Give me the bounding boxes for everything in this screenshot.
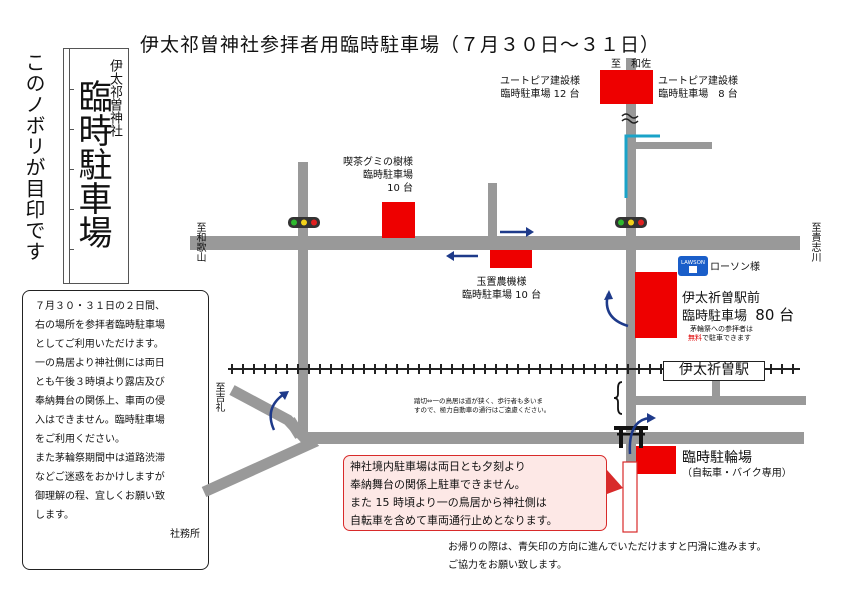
station-name-box: 伊太祈曽駅: [663, 361, 765, 381]
notice-line: などご迷惑をおかけしますが: [35, 472, 165, 483]
banner-main-text: 臨時駐車場: [72, 79, 112, 249]
warning-line: 自転車を含めて車両通行止めとなります。: [350, 514, 558, 527]
notice-signature: 社務所: [170, 529, 200, 540]
roads: [190, 58, 806, 530]
parking-lots: [382, 70, 677, 474]
notice-line: 奉納舞台の関係上、車両の侵: [35, 396, 165, 407]
label-station-front: 伊太祈曽駅前 臨時駐車場 80 台 茅輪祭への参拝者は 無料で駐車できます: [682, 291, 795, 342]
parking-utopia: [600, 70, 653, 104]
notice-line: ７月３０・３１日の２日間、: [35, 301, 165, 312]
notice-line: 入はできません。臨時駐車場: [35, 415, 165, 426]
notice-line: 右の場所を参拝者臨時駐車場: [35, 320, 165, 331]
traffic-light-icon: [615, 217, 647, 228]
notice-line: します。: [35, 510, 74, 521]
shrine-path: [622, 461, 638, 533]
map-title: 伊太祁曽神社参拝者用臨時駐車場（７月３０日～３１日）: [140, 34, 661, 56]
banner-pole: [64, 49, 70, 283]
parking-bicycle: [636, 446, 676, 474]
label-tamaoki: 玉置農機様臨時駐車場 10 台: [462, 277, 542, 301]
label-utopia-left: ユートピア建設様臨時駐車場 12 台: [500, 76, 580, 100]
warning-line: また 15 時頃より一の鳥居から神社側は: [350, 496, 547, 509]
banner-shrine-name: 伊太祁曽神社: [107, 59, 122, 137]
brace-icon: [613, 381, 623, 415]
warning-line: 神社境内駐車場は両日とも夕刻より: [350, 460, 526, 473]
warning-line: 奉納舞台の関係上駐車できません。: [350, 478, 526, 491]
warning-box: 神社境内駐車場は両日とも夕刻より 奉納舞台の関係上駐車できません。 また 15 …: [343, 455, 607, 531]
road-center-vertical: [626, 58, 636, 530]
banner-note: このノボリが目印です: [22, 52, 46, 262]
road-break-icon: [621, 113, 639, 119]
label-utopia-right: ユートピア建設様臨時駐車場 8 台: [658, 76, 738, 100]
parking-station-front: [635, 272, 677, 338]
label-lawson: ローソン様: [710, 262, 760, 273]
crossing-note: 踏切⇔一の鳥居は道が狭く、歩行者も多いますので、極力自動車の通行はご遠慮ください…: [414, 397, 551, 414]
road-lower-horizontal: [306, 432, 804, 444]
notice-line: としてご利用いただけます。: [35, 339, 164, 350]
notice-line: をご利用ください。: [35, 434, 125, 445]
road-station-stub: [712, 380, 720, 405]
notice-line: また茅輪祭期間中は道路渋滞: [35, 453, 165, 464]
lawson-icon: LAWSON: [678, 256, 708, 276]
parking-tamaoki: [490, 250, 532, 268]
road-upper-right: [636, 142, 712, 149]
direction-kishigawa: 至貴志川: [809, 222, 820, 262]
lawson-badge-text: LAWSON: [681, 260, 705, 266]
arrow-curve-icon: [628, 416, 651, 455]
notice-line: 御理解の程、宜しくお願い致: [35, 491, 165, 502]
traffic-light-icon: [288, 217, 320, 228]
direction-yoshirei: 至吉礼: [213, 382, 224, 412]
notice-line: 一の鳥居より神社側には両日: [35, 358, 165, 369]
parking-gumi: [382, 202, 415, 238]
main-road-horizontal: [190, 236, 800, 250]
arrow-curve-icon: [269, 392, 285, 431]
nobori-banner: 伊太祁曽神社 臨時駐車場: [63, 48, 129, 284]
river: [624, 134, 660, 198]
road-station-right: [636, 396, 806, 405]
road-left-vertical: [298, 162, 308, 436]
notice-line: とも午後３時頃より露店及び: [35, 377, 165, 388]
road-tamaoki-spur: [488, 183, 497, 238]
notice-box: ７月３０・３１日の２日間、 右の場所を参拝者臨時駐車場 としてご利用いただけます…: [22, 290, 209, 570]
direction-wasa: 至 和佐: [611, 59, 651, 70]
warning-pointer: [607, 470, 623, 494]
label-bicycle: 臨時駐輪場 （自転車・バイク専用）: [682, 450, 792, 479]
direction-wakayama: 至和歌山: [194, 222, 205, 262]
footer-note: お帰りの際は、青矢印の方向に進んでいただけますと円滑に進みます。 ご協力をお願い…: [448, 542, 767, 571]
